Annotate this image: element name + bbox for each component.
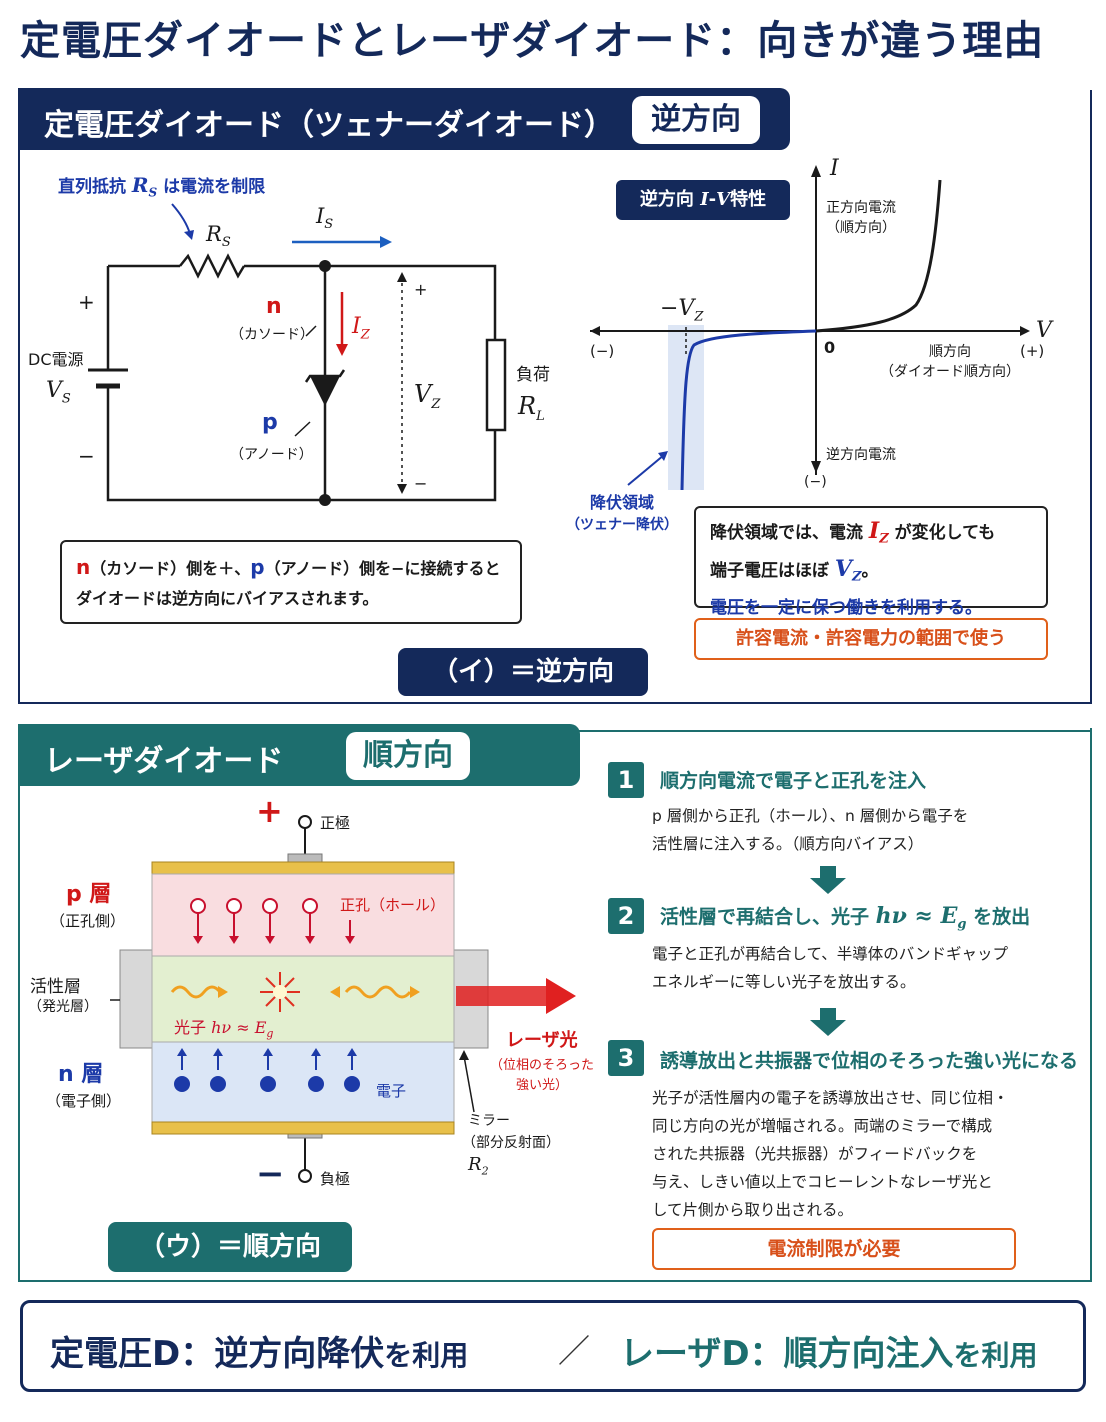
hole-label: 正孔（ホール）	[340, 896, 446, 914]
breakdown-explanation: 降伏領域では、電流 IZ が変化しても 端子電圧はほぼ VZ。 電圧を一定に保つ…	[694, 506, 1048, 618]
load-resistor	[485, 338, 507, 432]
forward-current-label: 正方向電流（順方向）	[826, 200, 896, 236]
n-layer-label: n 層	[58, 1062, 104, 1087]
active-layer	[151, 955, 455, 1043]
step-2-title: 活性層で再結合し、光子 hν ≈ Eg を放出	[660, 903, 1031, 932]
step-3-number: 3	[608, 1040, 644, 1076]
active-layer-label: 活性層	[30, 977, 81, 997]
summary-zener: 定電圧D：逆方向降伏を利用	[50, 1334, 469, 1374]
zener-conclusion-pill: （イ）＝逆方向	[398, 648, 648, 696]
resistor-rs	[179, 253, 246, 279]
vs-label: VS	[46, 378, 71, 407]
page-title: 定電圧ダイオードとレーザダイオード：向きが違う理由	[20, 18, 1045, 64]
rl-label: RL	[518, 392, 545, 424]
bias-note: n（カソード）側を＋、p（アノード）側を−に接続すると ダイオードは逆方向にバイ…	[60, 540, 522, 624]
step-arrow-2-icon	[810, 1008, 846, 1036]
anode-label: （アノード）	[230, 447, 313, 463]
left-mirror	[119, 949, 157, 1049]
zener-circuit-diagram	[88, 203, 507, 506]
holes	[190, 898, 351, 938]
laser-section-frame	[18, 728, 1092, 1282]
step-1-number: 1	[608, 762, 644, 798]
reverse-current-label: 逆方向電流	[826, 447, 896, 463]
anode-label: 正極	[320, 814, 351, 832]
zener-section-title: 定電圧ダイオード（ツェナーダイオード）	[44, 108, 614, 143]
mirror-label: ミラー	[468, 1113, 510, 1129]
laser-section-header	[18, 724, 580, 786]
laser-diode-diagram	[110, 815, 576, 1183]
laser-warning: 電流制限が必要	[652, 1228, 1016, 1270]
step-2-body: 電子と正孔が再結合して、半導体のバンドギャップエネルギーに等しい光子を放出する。	[652, 945, 1009, 991]
anode-terminal	[298, 815, 312, 829]
n-layer	[151, 1041, 455, 1123]
electron-label: 電子	[376, 1082, 407, 1100]
junction-bottom	[319, 494, 331, 506]
forward-curve	[815, 179, 942, 333]
reverse-curve	[680, 329, 817, 491]
zener-diode-icon	[310, 376, 340, 406]
is-label: IS	[316, 204, 334, 233]
vz-minus: −	[414, 474, 428, 493]
iv-characteristic-chart	[590, 165, 1030, 491]
breakdown-label: 降伏領域（ツェナー降伏）	[566, 493, 678, 533]
p-layer	[151, 873, 455, 957]
photon-wave-left	[170, 985, 222, 999]
photon-label: 光子 hν ≈ Eg	[174, 1018, 274, 1041]
cathode-label: （カソード）	[230, 327, 314, 343]
zener-section-frame	[18, 90, 1092, 704]
laser-sub-label: （位相のそろった強い光）	[490, 1058, 595, 1093]
neg-i-label: (−)	[804, 474, 827, 490]
laser-label: レーザ光	[506, 1030, 578, 1051]
origin-label: 0	[824, 338, 836, 357]
laser-beam	[456, 986, 546, 1006]
pos-v-label: (+)	[1020, 342, 1045, 360]
iv-title: 逆方向 I-V特性	[616, 180, 790, 220]
zener-warning: 許容電流・許容電力の範囲で使う	[694, 618, 1048, 660]
minus-vz-label: −VZ	[660, 296, 704, 325]
p-layer-side: （正孔側）	[50, 912, 126, 930]
p-layer-label: p 層	[66, 882, 112, 907]
anode-plus: +	[256, 792, 283, 830]
source-plus: +	[78, 290, 95, 314]
rs-note: 直列抵抗 RS は電流を制限	[58, 173, 266, 200]
active-layer-sub: （発光層）	[28, 999, 98, 1015]
step-3-title: 誘導放出と共振器で位相のそろった強い光になる	[660, 1050, 1079, 1072]
vz-plus: +	[414, 280, 428, 299]
laser-direction-badge: 順方向	[346, 732, 470, 780]
wire-bottom	[106, 400, 497, 502]
load-label: 負荷	[516, 365, 550, 385]
v-axis-label: V	[1036, 318, 1052, 343]
p-label: p	[262, 410, 278, 435]
photon-wave-right	[344, 985, 412, 999]
vz-label: VZ	[414, 380, 441, 412]
mirror-sub-label: （部分反射面）	[462, 1135, 560, 1151]
step-1-body: p 層側から正孔（ホール）、n 層側から電子を活性層に注入する。（順方向バイアス…	[652, 807, 969, 853]
iz-label: IZ	[352, 314, 370, 343]
rs-label: RS	[206, 222, 231, 251]
step-1-title: 順方向電流で電子と正孔を注入	[660, 770, 927, 792]
breakdown-region-shade	[668, 325, 704, 490]
cathode-minus: −	[256, 1154, 285, 1194]
step-3-body: 光子が活性層内の電子を誘導放出させ、同じ位相・同じ方向の光が増幅される。両端のミ…	[652, 1089, 1009, 1219]
cathode-label: 負極	[320, 1170, 351, 1188]
i-axis-label: I	[830, 156, 839, 181]
cathode-terminal	[298, 1169, 312, 1183]
junction-top	[319, 260, 331, 272]
step-arrow-1-icon	[810, 866, 846, 894]
summary-box	[20, 1300, 1086, 1392]
neg-v-label: (−)	[590, 342, 615, 360]
r2-label: R2	[468, 1154, 489, 1178]
source-label: DC電源	[28, 350, 84, 369]
source-minus: −	[78, 444, 95, 468]
n-layer-side: （電子側）	[46, 1092, 122, 1110]
laser-conclusion-pill: （ウ）＝順方向	[108, 1222, 352, 1272]
summary-separator: ／	[558, 1332, 591, 1370]
summary-laser: レーザD：順方向注入を利用	[620, 1334, 1038, 1374]
n-label: n	[266, 294, 282, 319]
step-2-number: 2	[608, 898, 644, 934]
laser-section-title: レーザダイオード	[44, 744, 284, 779]
zener-direction-badge: 逆方向	[632, 96, 760, 144]
forward-direction-label: 順方向（ダイオード順方向）	[880, 344, 1020, 380]
electrons	[174, 1048, 360, 1092]
